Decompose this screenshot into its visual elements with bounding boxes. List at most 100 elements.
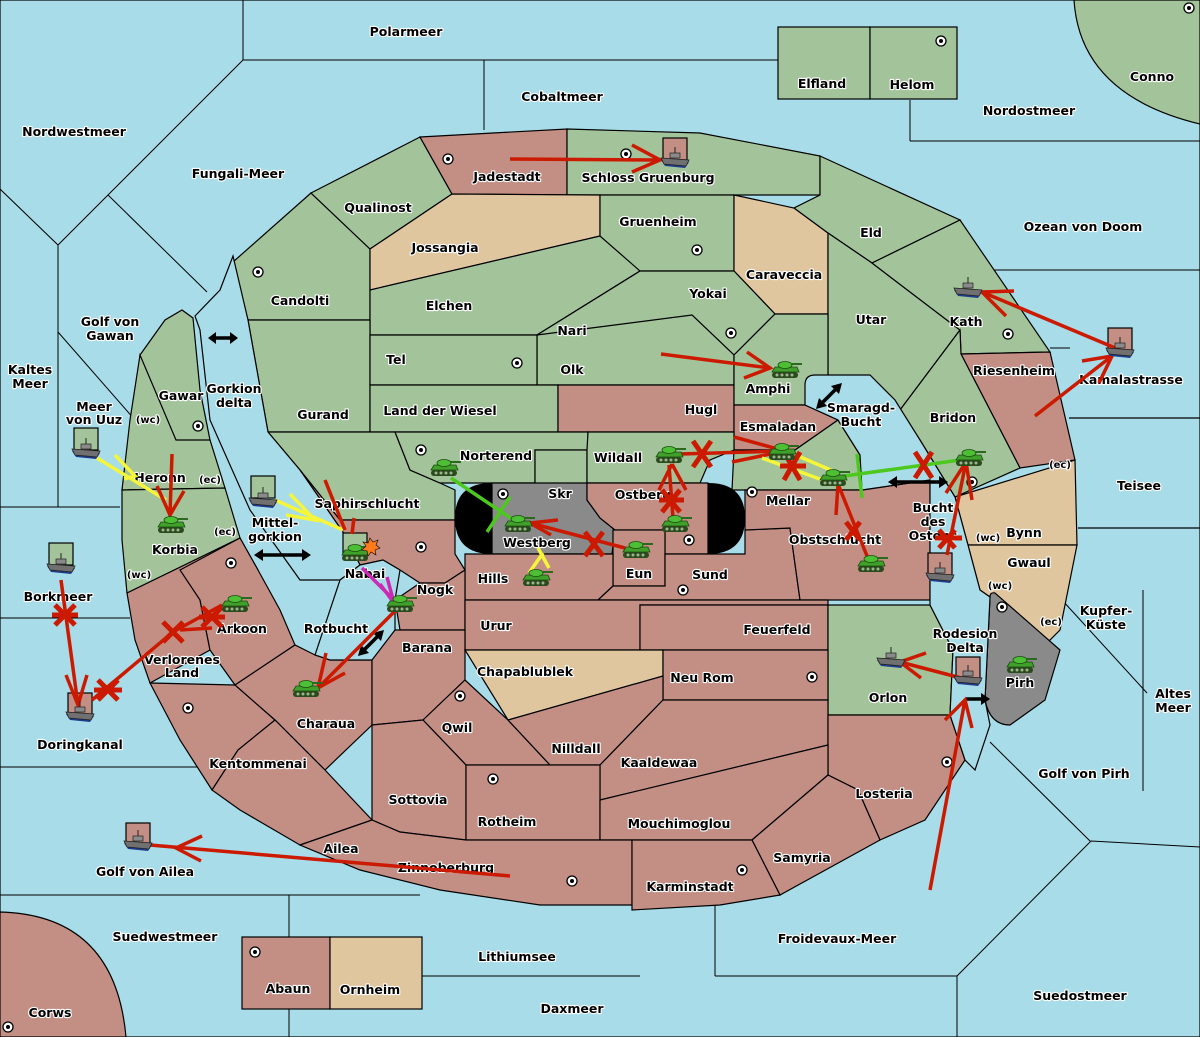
east-sea-grid	[1069, 417, 1200, 529]
label-bucht-2: des	[921, 514, 946, 529]
label-smaragd-1: Smaragd-	[827, 400, 895, 415]
label-cobaltmeer: Cobaltmeer	[521, 89, 603, 104]
order-support	[96, 453, 167, 502]
label-barana: Barana	[402, 640, 452, 655]
label-olk: Olk	[560, 362, 584, 377]
region-karminstadt[interactable]	[631, 839, 781, 911]
dislodged-icon	[361, 537, 381, 557]
label-nabai: Nabai	[345, 566, 386, 581]
label-saphir: Saphirschlucht	[315, 496, 420, 511]
label-skr: Skr	[548, 486, 572, 501]
label-gurand: Gurand	[297, 407, 349, 422]
label-chapa: Chapablublek	[477, 664, 574, 679]
coast-gwaul-ec: (ec)	[1040, 617, 1062, 628]
label-mittel-1: Mittel-	[252, 515, 299, 530]
label-qwil: Qwil	[442, 720, 473, 735]
label-borkmeer: Borkmeer	[24, 589, 94, 604]
label-yokai: Yokai	[688, 286, 727, 301]
label-nari: Nari	[557, 323, 586, 338]
label-kaltes-1: Kaltes	[8, 362, 52, 377]
label-kupfer-1: Kupfer-	[1080, 603, 1133, 618]
label-teisee: Teisee	[1117, 478, 1161, 493]
label-urur: Urur	[480, 618, 512, 633]
order-support	[274, 492, 344, 532]
label-uuz-1: Meer	[76, 399, 112, 414]
label-corws: Corws	[29, 1005, 72, 1020]
region-conno[interactable]	[1073, 0, 1200, 125]
label-kaltes-2: Meer	[12, 376, 48, 391]
label-amphi: Amphi	[746, 381, 791, 396]
region-ailea[interactable]	[211, 719, 374, 846]
label-helom: Helom	[890, 77, 935, 92]
units	[46, 146, 1135, 852]
label-land-wiesel: Land der Wiesel	[383, 403, 496, 418]
order-failed-markers	[52, 439, 962, 702]
label-golf-gawan-1: Golf von	[81, 314, 140, 329]
label-fungali: Fungali-Meer	[192, 166, 285, 181]
label-lithiumsee: Lithiumsee	[478, 949, 556, 964]
label-elchen: Elchen	[426, 298, 473, 313]
impassable-east	[708, 483, 745, 554]
order-move	[657, 463, 688, 519]
label-norterend: Norterend	[460, 448, 532, 463]
label-kath: Kath	[950, 314, 983, 329]
label-verloren-2: Land	[165, 665, 199, 680]
label-bridon: Bridon	[930, 410, 976, 425]
sea-east-channel[interactable]	[804, 374, 991, 772]
label-golf-ailea: Golf von Ailea	[96, 864, 194, 879]
label-losteria: Losteria	[855, 786, 912, 801]
region-corws[interactable]	[0, 911, 127, 1037]
label-schloss: Schloss Gruenburg	[581, 170, 714, 185]
label-smaragd-2: Bucht	[841, 414, 882, 429]
label-altes-2: Meer	[1155, 700, 1191, 715]
order-move	[834, 483, 869, 557]
label-westberg: Westberg	[503, 535, 571, 550]
label-wildall: Wildall	[594, 450, 642, 465]
label-hugl: Hugl	[685, 402, 718, 417]
label-jadestadt: Jadestadt	[472, 169, 540, 184]
label-doringkanal: Doringkanal	[37, 737, 123, 752]
label-heronn: Heronn	[134, 470, 186, 485]
label-nilldall: Nilldall	[551, 741, 600, 756]
label-obstschlucht: Obstschlucht	[789, 532, 881, 547]
label-conno: Conno	[1130, 69, 1175, 84]
label-tel: Tel	[386, 352, 406, 367]
label-bynn: Bynn	[1006, 525, 1041, 540]
label-sottovia: Sottovia	[389, 792, 448, 807]
coast-korbia-ec: (ec)	[214, 527, 236, 538]
label-feuerfeld: Feuerfeld	[743, 622, 810, 637]
label-eld: Eld	[860, 225, 882, 240]
region-ornheim[interactable]	[329, 936, 423, 1010]
label-samyria: Samyria	[773, 850, 831, 865]
label-verloren-1: Verlorenes	[144, 652, 220, 667]
label-rotbucht: Rotbucht	[304, 621, 368, 636]
label-altes-1: Altes	[1155, 686, 1191, 701]
label-korbia: Korbia	[152, 542, 198, 557]
label-ailea: Ailea	[323, 841, 358, 856]
label-jossangia: Jossangia	[410, 240, 478, 255]
order-move	[928, 696, 974, 891]
coast-bynn-wc: (wc)	[976, 533, 1000, 544]
label-sund: Sund	[692, 567, 728, 582]
orders	[52, 143, 1121, 891]
label-gawar: Gawar	[159, 388, 205, 403]
label-kupfer-2: Küste	[1086, 617, 1126, 632]
order-move	[323, 479, 356, 535]
label-eun: Eun	[626, 566, 652, 581]
label-gorkion-1: Gorkion	[206, 381, 261, 396]
label-mouchimoglou: Mouchimoglou	[628, 816, 731, 831]
label-gruenheim: Gruenheim	[619, 214, 696, 229]
label-polarmeer: Polarmeer	[370, 24, 444, 39]
region-labels: Polarmeer Cobaltmeer Nordwestmeer Fungal…	[7, 23, 1193, 1021]
connection-arrows	[208, 332, 990, 705]
label-mittel-2: gorkion	[248, 529, 302, 544]
coast-bynn-ec: (ec)	[1049, 460, 1071, 471]
label-nordwestmeer: Nordwestmeer	[22, 124, 127, 139]
label-rotheim: Rotheim	[478, 814, 537, 829]
order-move	[149, 834, 511, 878]
label-ostberg: Ostberg	[615, 487, 672, 502]
label-rodesion-2: Delta	[946, 640, 984, 655]
label-qualinost: Qualinost	[344, 200, 411, 215]
label-orlon: Orlon	[869, 690, 908, 705]
